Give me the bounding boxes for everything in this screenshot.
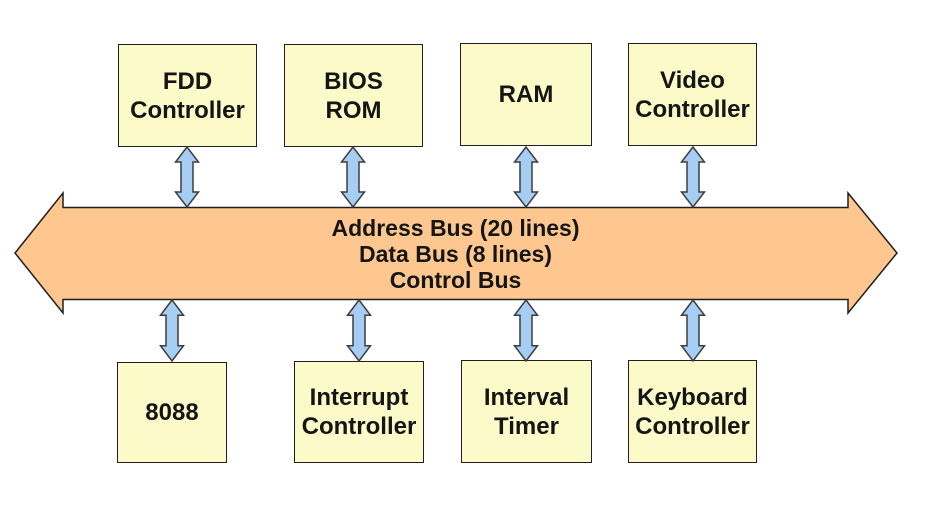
connector-interval-double-arrow-icon <box>513 299 539 362</box>
double-arrow-shape <box>346 299 372 362</box>
box-video-controller: Video Controller <box>628 43 757 146</box>
connector-keyboard-double-arrow-icon <box>680 299 706 362</box>
box-interrupt-controller: Interrupt Controller <box>294 361 424 463</box>
bus-label: Address Bus (20 lines) Data Bus (8 lines… <box>63 207 848 300</box>
double-arrow-shape <box>680 299 706 362</box>
connector-interrupt-double-arrow-icon <box>346 299 372 362</box>
box-ram-label: RAM <box>498 81 554 108</box>
box-interrupt-controller-label: Interrupt Controller <box>301 384 417 440</box>
bus-label-data: Data Bus (8 lines) <box>359 240 552 267</box>
box-keyboard-controller: Keyboard Controller <box>628 360 757 463</box>
box-bios-rom: BIOS ROM <box>284 44 423 147</box>
box-fdd-controller: FDD Controller <box>118 44 257 147</box>
double-arrow-shape <box>174 146 200 208</box>
double-arrow-shape <box>159 299 185 362</box>
connector-bios-double-arrow-icon <box>340 146 366 208</box>
box-interval-timer-label: Interval Timer <box>483 383 570 440</box>
connector-video-double-arrow-icon <box>680 146 706 208</box>
box-bios-rom-label: BIOS ROM <box>324 67 383 124</box>
connector-fdd-double-arrow-icon <box>174 146 200 208</box>
box-8088: 8088 <box>117 362 227 463</box>
connector-ram-double-arrow-icon <box>513 146 539 208</box>
box-ram: RAM <box>460 43 592 146</box>
bus-label-address: Address Bus (20 lines) <box>331 214 580 241</box>
bus-label-control: Control Bus <box>389 266 522 293</box>
box-keyboard-controller-label: Keyboard Controller <box>635 383 750 440</box>
box-video-controller-label: Video Controller <box>635 66 750 123</box>
connector-8088-double-arrow-icon <box>159 299 185 362</box>
double-arrow-shape <box>513 299 539 362</box>
double-arrow-shape <box>680 146 706 208</box>
box-interval-timer: Interval Timer <box>461 360 592 463</box>
box-fdd-controller-label: FDD Controller <box>130 67 245 124</box>
bus-double-arrow-shape <box>14 190 898 316</box>
double-arrow-shape <box>340 146 366 208</box>
box-8088-label: 8088 <box>145 399 199 426</box>
double-arrow-shape <box>513 146 539 208</box>
